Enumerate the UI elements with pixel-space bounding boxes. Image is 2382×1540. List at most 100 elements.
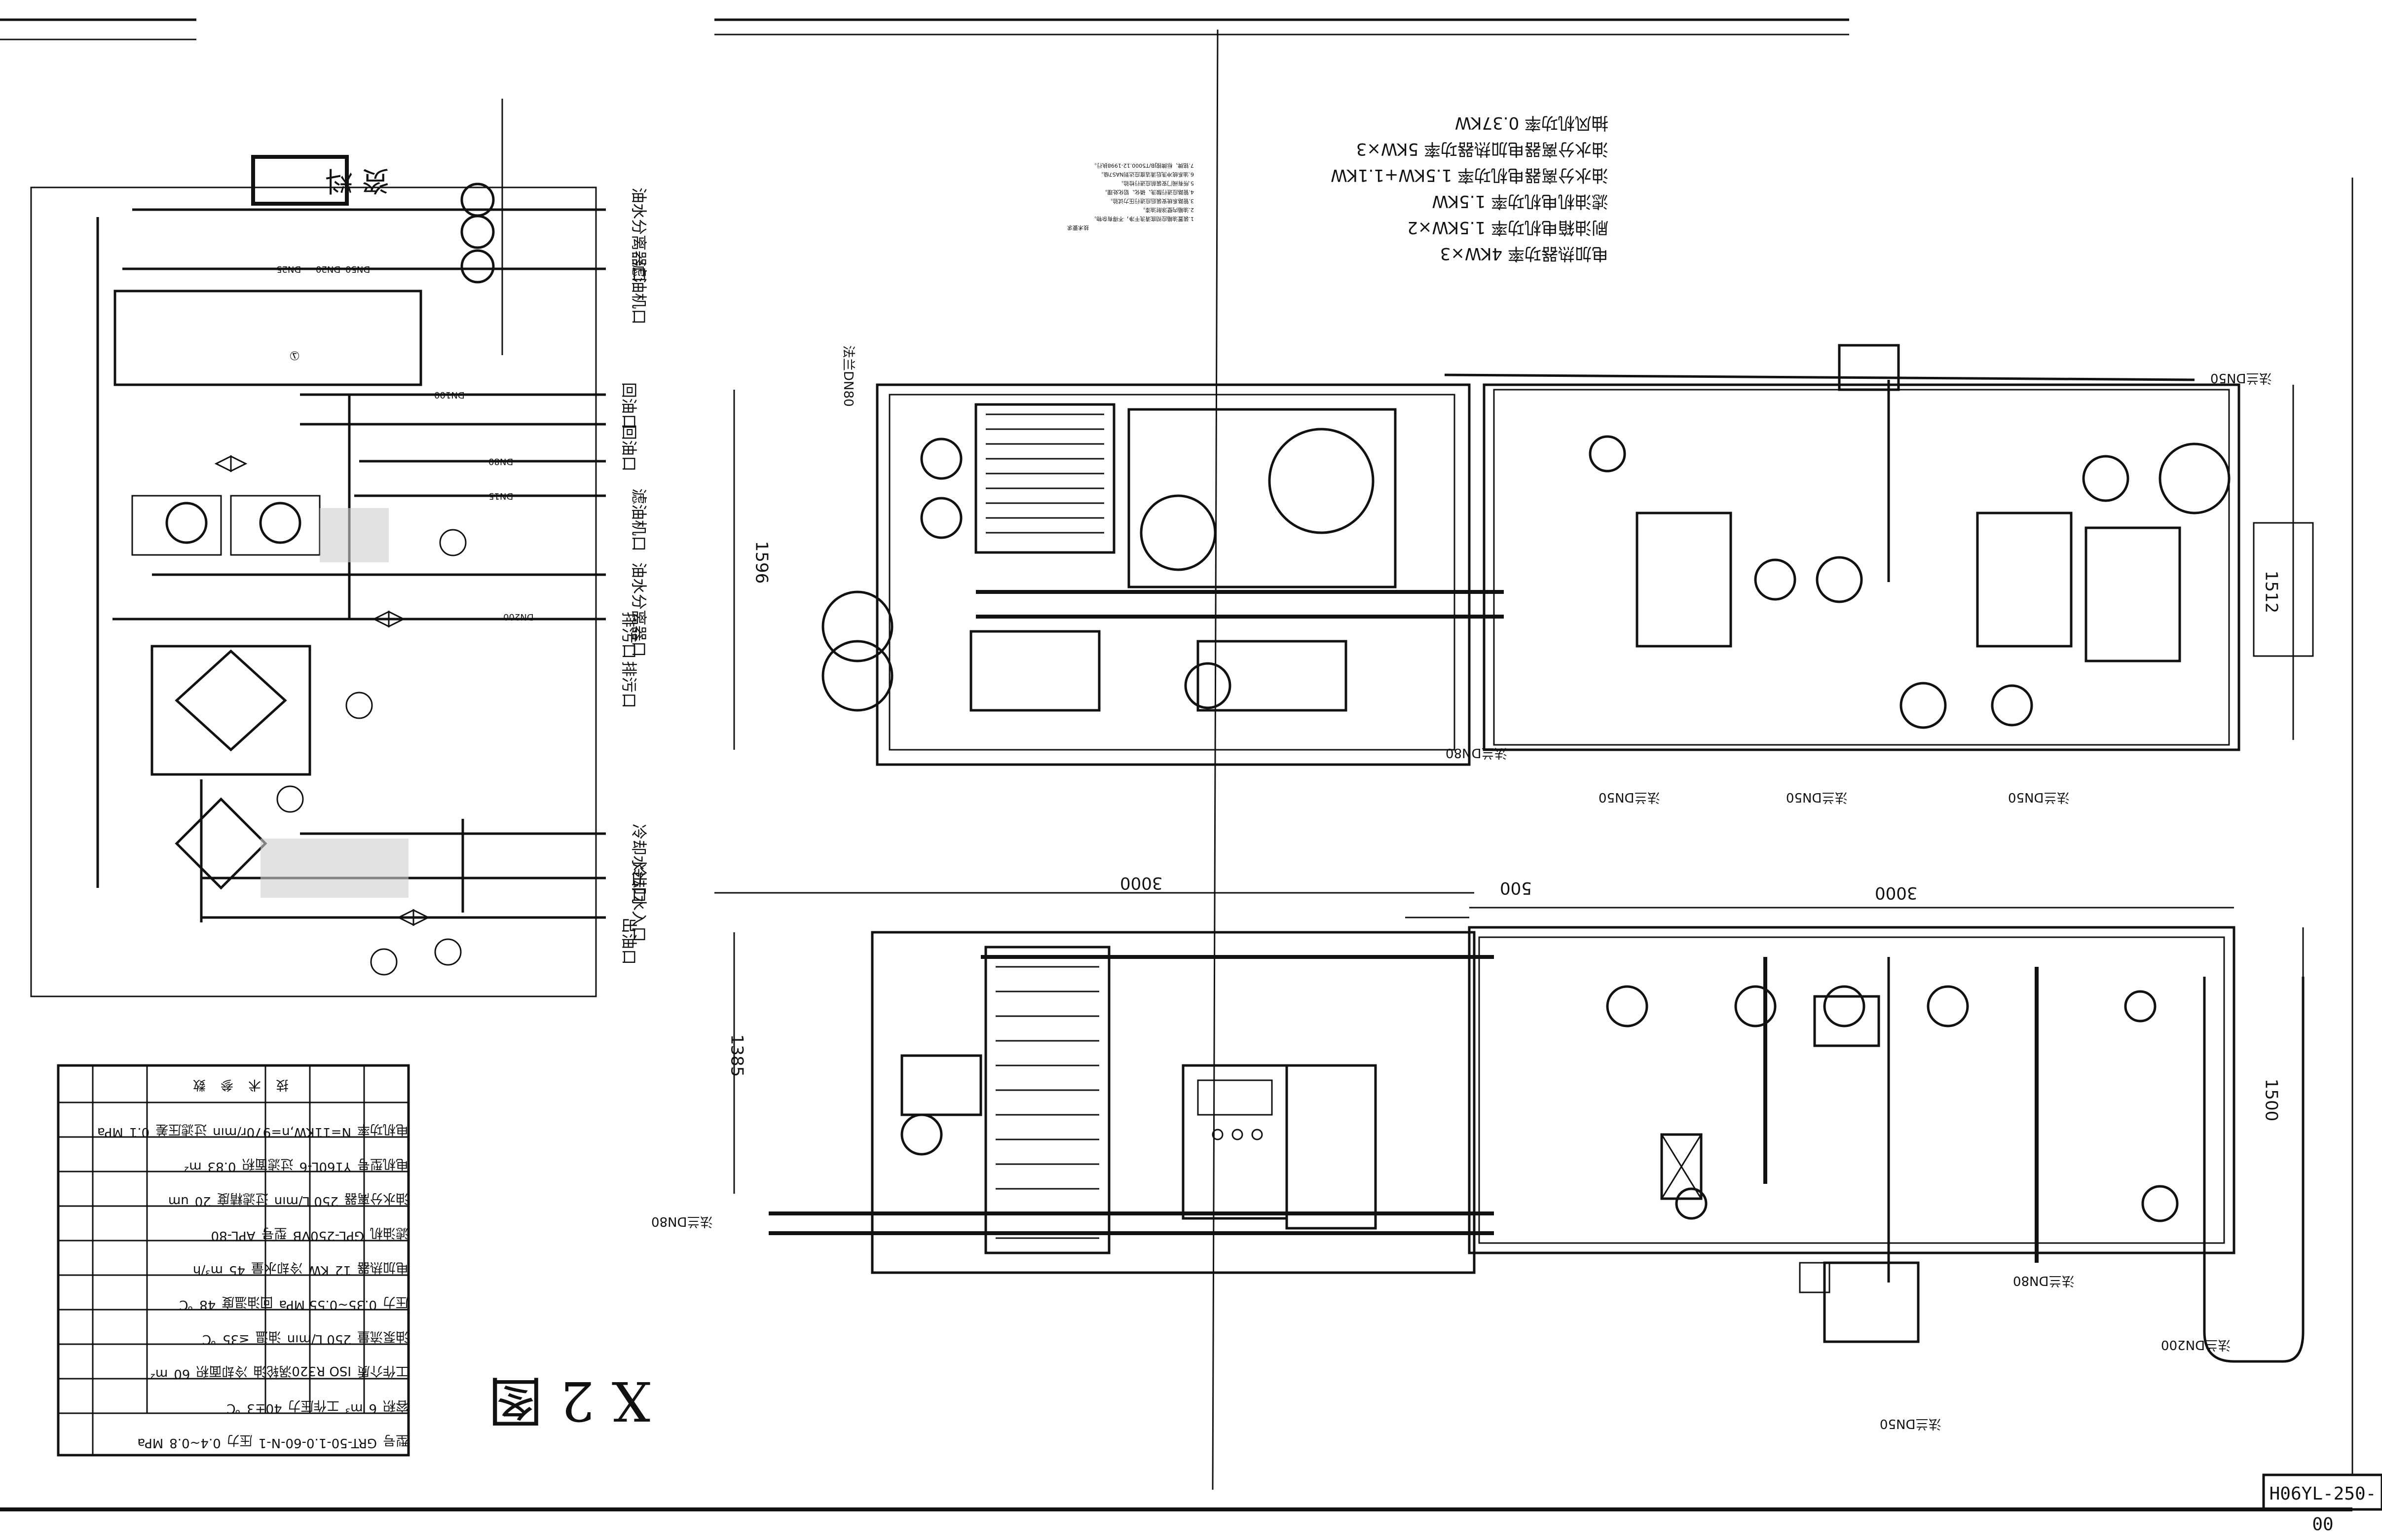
flange-label: 法兰DN80 [1446,745,1507,760]
power-note: 油水分离器电机功率 1.5KW+1.1KW [1331,165,1608,185]
spec-cell: 0.1 [129,1125,150,1139]
spec-row: 油水分离器 250 L/min 过滤精度 20 um [58,1190,409,1209]
spec-cell: 250 L/min [287,1332,351,1347]
spec-cell: ℃ [226,1401,241,1416]
pipe-size: DN25 [276,264,301,274]
spec-cell: ISO R320涡轮油 [253,1363,351,1378]
technical-notes: 技术要求 1.装置油箱应彻底清洗干净，不得有杂物。 2.油箱内壁涂耐油漆。 3.… [962,74,1194,232]
tech-note: 5.所有阀门安装前应进行检验。 [1118,180,1194,186]
spec-cell: 冷却面积 [196,1363,248,1378]
spec-cell: 回油温度 [222,1294,273,1309]
spec-cell: MPa [97,1125,123,1139]
dimension-value: 1385 [727,1034,747,1077]
power-note: 刷油箱电机功率 1.5KW×2 [1407,218,1608,237]
spec-cell: ≤35 [222,1332,250,1347]
spec-cell: 电机功率 [357,1122,409,1137]
spec-cell: 40±3 [247,1401,282,1416]
port-label: 回油口 [620,382,638,430]
spec-cell: GPL-250VB [293,1228,364,1243]
spec-cell: ℃ [202,1332,217,1347]
svg-text:⑦: ⑦ [289,349,300,363]
spec-cell: 型号 [261,1225,287,1240]
flange-label: 法兰DN50 [1786,790,1848,805]
spec-cell: 电机型号 [357,1156,409,1171]
spec-cell: 冷却水量 [251,1260,303,1275]
spec-table-title: 技术参数 [178,1077,289,1092]
spec-cell: m² [150,1366,168,1381]
tech-note: 4.管路应进行酸洗、磷化、铝化处理。 [1102,189,1194,195]
drawing-number: H06YL-250-00 [2269,1484,2377,1535]
tech-note: 7.铭牌、标牌按JB/T5000.12-1998执行。 [1091,162,1194,169]
tech-notes-title: 技术要求 [1067,224,1089,231]
dimension-value: 1500 [2261,1078,2281,1122]
flange-label: 法兰DN80 [841,345,856,407]
front-view [714,385,2305,1363]
spec-cell: 6 [369,1401,377,1416]
port-label: 滤油机口 [630,488,648,552]
pipe-size: DN80 [488,456,514,467]
spec-cell: 滤油机 [370,1225,409,1240]
spec-cell: 0.35~0.55 MPa [279,1297,377,1312]
plan-view [821,344,2314,766]
sheet-frame [0,18,2353,1511]
flange-label: 法兰DN200 [2161,1337,2231,1352]
tech-note: 6.油系统冲洗后清洁度应达到NAS7级。 [1098,171,1194,178]
spec-row: 容积 6 m³ 工作压力 40±3 ℃ [58,1397,409,1416]
pipe-size: DN15 [488,491,514,501]
spec-cell: 48 [199,1297,216,1312]
port-label: 排污口 [620,612,638,660]
power-note: 油水分离器电加热器功率 5KW×3 [1356,139,1608,159]
spec-cell: 12 [335,1263,351,1278]
pipe-size: DN50 [345,264,371,274]
spec-row: 电机型号 Y160L-6 过滤面积 0.83 m² [58,1156,409,1174]
spec-cell: 压力 [226,1432,253,1447]
spec-cell: um [168,1194,189,1209]
spec-table: 技术参数 型号 GRT-50-1.0-60-N-1 压力 0.4~0.8 MPa… [58,1065,409,1455]
port-labels: 油水分离器口 滤油机口 回油口 回油口 滤油机口 油水分离器口 排污口 排污口 … [612,187,701,965]
spec-cell: m³/h [192,1263,223,1278]
spec-cell: APL-80 [211,1228,256,1243]
spec-cell: 0.83 [207,1159,236,1174]
dimension-value: 3000 [1875,883,1918,903]
pipe-size: DN100 [434,390,465,400]
power-note: 滤油机电机功率 1.5KW [1432,191,1608,211]
spec-row: 电加热器 12 KW 冷却水量 45 m³/h [58,1259,409,1278]
hydraulic-schematic: ⑦ [30,99,606,997]
pipe-size: DN20 [316,264,341,274]
sheet-title: X 2 图 [488,1369,651,1432]
spec-cell: Y160L-6 [299,1159,351,1174]
flange-label: 法兰DN50 [1880,1416,1941,1431]
spec-cell: 油泵流量 [357,1329,409,1344]
spec-cell: 油水分离器 [344,1191,409,1206]
spec-cell: 过滤压差 [155,1122,207,1137]
spec-cell: 过滤面积 [242,1156,294,1171]
spec-row: 滤油机 GPL-250VB 型号 APL-80 [58,1225,409,1243]
dimension-value: 1596 [751,541,772,584]
power-note: 抽风机功率 0.37KW [1454,113,1608,133]
tech-note: 2.油箱内壁涂耐油漆。 [1140,207,1194,213]
spec-cell: GRT-50-1.0-60-N-1 [258,1435,377,1450]
dimension-value: 500 [1500,878,1532,898]
flange-label: 法兰DN80 [651,1214,713,1229]
flange-label: 法兰DN50 [1599,790,1660,805]
spec-cell: 压力 [382,1294,409,1309]
spec-cell: 工作压力 [288,1398,339,1413]
port-label: 回油口 [620,424,638,472]
power-notes: 电加热器功率 4KW×3 刷油箱电机功率 1.5KW×2 滤油机电机功率 1.5… [1263,104,1608,266]
spec-cell: 电加热器 [357,1260,409,1275]
spec-cell: 250 L/min [274,1194,338,1209]
spec-cell: 油温 [255,1329,281,1344]
spec-row: 电机功率 N=11KW,n=970r/min 过滤压差 0.1 MPa [58,1121,409,1139]
spec-cell: 20 [194,1194,211,1209]
tech-note: 1.装置油箱应彻底清洗干净，不得有杂物。 [1091,216,1194,222]
port-label: 排污口 [620,661,638,709]
power-note: 电加热器功率 4KW×3 [1440,244,1608,263]
spec-cell: N=11KW,n=970r/min [213,1125,351,1139]
spec-row: 型号 GRT-50-1.0-60-N-1 压力 0.4~0.8 MPa [58,1432,409,1450]
spec-row: 压力 0.35~0.55 MPa 回油温度 48 ℃ [58,1294,409,1312]
spec-cell: ℃ [179,1297,194,1312]
spec-cell: 容积 [382,1398,409,1413]
